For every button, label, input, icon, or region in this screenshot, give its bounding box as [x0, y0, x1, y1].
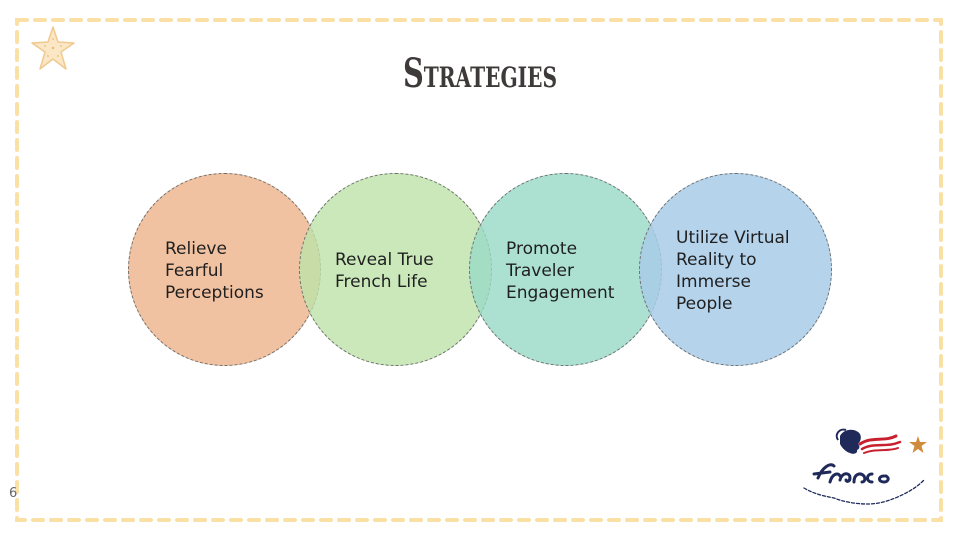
strategy-circle-3 [469, 173, 662, 366]
strategy-circle-4 [639, 173, 832, 366]
strategy-circle-1 [128, 173, 321, 366]
page-number: 6 [9, 486, 18, 501]
slide-title: Strategies [402, 50, 558, 97]
france-logo-icon [803, 428, 927, 505]
strategy-label-2: Reveal True French Life [335, 250, 434, 292]
strategy-circle-2 [299, 173, 492, 366]
strategy-label-4: Utilize Virtual Reality to Immerse Peopl… [676, 228, 790, 314]
starfish-icon [31, 26, 75, 70]
strategy-label-3: Promote Traveler Engagement [506, 239, 615, 303]
strategy-label-1: Relieve Fearful Perceptions [165, 239, 264, 303]
